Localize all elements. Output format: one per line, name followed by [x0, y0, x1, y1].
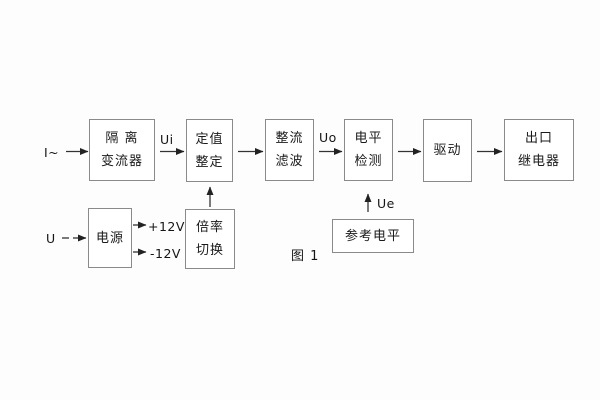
- block-line: 出口: [524, 131, 553, 146]
- label-input-voltage: U: [46, 231, 56, 246]
- label-plus-12v-rail: +12V: [148, 219, 185, 234]
- block-line: 定值: [195, 131, 224, 147]
- block-line: 隔 离: [105, 131, 139, 146]
- block-line: 检测: [354, 154, 383, 169]
- block-line: 整定: [195, 154, 224, 170]
- block-line: 倍率: [195, 220, 224, 235]
- block-line: 电平: [354, 131, 383, 146]
- block-ratio-switch: 倍率 切换: [185, 209, 235, 269]
- block-line: 参考电平: [344, 228, 401, 244]
- label-ue-signal: Ue: [377, 196, 395, 211]
- block-line: 电源: [95, 230, 124, 246]
- block-line: 切换: [195, 243, 224, 258]
- block-line: 滤波: [275, 154, 304, 169]
- block-isolation-transformer: 隔 离 变流器: [89, 119, 155, 181]
- block-driver: 驱动: [423, 119, 472, 182]
- block-line: 变流器: [100, 154, 143, 169]
- block-rectifier-filter: 整流 滤波: [265, 119, 314, 181]
- label-minus-12v-rail: -12V: [150, 246, 181, 261]
- block-output-relay: 出口 继电器: [504, 119, 574, 181]
- figure-caption: 图 1: [291, 249, 320, 264]
- block-reference-level: 参考电平: [332, 219, 414, 253]
- label-input-current: I~: [44, 145, 60, 160]
- block-line: 继电器: [517, 154, 560, 169]
- block-power-supply: 电源: [88, 208, 132, 268]
- block-setting-adjust: 定值 整定: [186, 119, 233, 182]
- label-ui-signal: Ui: [160, 132, 174, 147]
- label-uo-signal: Uo: [319, 130, 337, 145]
- block-line: 驱动: [433, 143, 462, 158]
- block-line: 整流: [275, 131, 304, 146]
- block-level-detection: 电平 检测: [344, 119, 393, 181]
